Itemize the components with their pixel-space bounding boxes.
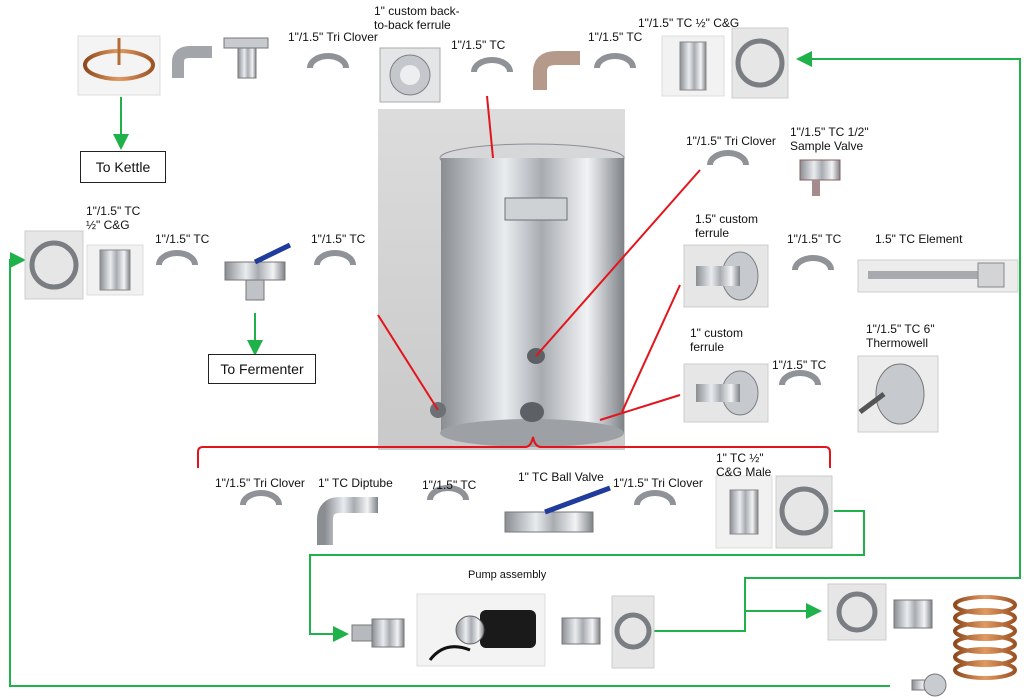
label-back-to-back-ferrule: 1" custom back-to-back ferrule bbox=[374, 4, 460, 32]
label-thermowell: 1"/1.5" TC 6" Thermowell bbox=[866, 322, 935, 350]
label-pump-assembly: Pump assembly bbox=[468, 569, 547, 581]
label-tc-right-low: 1"/1.5" TC bbox=[772, 358, 827, 372]
green-connector-lines bbox=[9, 51, 1021, 687]
label-tc-top-1: 1"/1.5" TC bbox=[451, 38, 506, 52]
component-images bbox=[24, 27, 1019, 697]
kettle-image bbox=[378, 109, 625, 450]
label-bottom-tri-clover-1: 1"/1.5" Tri Clover bbox=[215, 476, 305, 490]
label-tri-clover-top: 1"/1.5" Tri Clover bbox=[288, 30, 378, 44]
to-kettle-box: To Kettle bbox=[80, 151, 166, 183]
label-tc-element: 1.5" TC Element bbox=[875, 232, 963, 246]
label-bottom-tc: 1"/1.5" TC bbox=[422, 478, 477, 492]
label-diptube: 1" TC Diptube bbox=[318, 476, 393, 490]
label-cg-male: 1" TC ½" C&G Male bbox=[716, 451, 772, 479]
label-15-ferrule: 1.5" custom ferrule bbox=[695, 212, 758, 240]
label-ball-valve: 1" TC Ball Valve bbox=[518, 470, 604, 484]
label-tc-left-2: 1"/1.5" TC bbox=[311, 232, 366, 246]
label-tc-right-mid: 1"/1.5" TC bbox=[787, 232, 842, 246]
red-connector-lines bbox=[197, 95, 831, 468]
label-sample-valve: 1"/1.5" TC 1/2" Sample Valve bbox=[790, 125, 869, 153]
label-1-ferrule: 1" custom ferrule bbox=[690, 326, 743, 354]
label-tc-cg-left: 1"/1.5" TC ½" C&G bbox=[86, 204, 141, 232]
label-tc-left-1: 1"/1.5" TC bbox=[155, 232, 210, 246]
label-bottom-tri-clover-2: 1"/1.5" Tri Clover bbox=[613, 476, 703, 490]
label-tc-top-2: 1"/1.5" TC bbox=[588, 30, 643, 44]
label-tc-cg-top: 1"/1.5" TC ½" C&G bbox=[638, 16, 740, 30]
label-tri-clover-right: 1"/1.5" Tri Clover bbox=[686, 134, 776, 148]
to-fermenter-box: To Fermenter bbox=[208, 354, 316, 384]
